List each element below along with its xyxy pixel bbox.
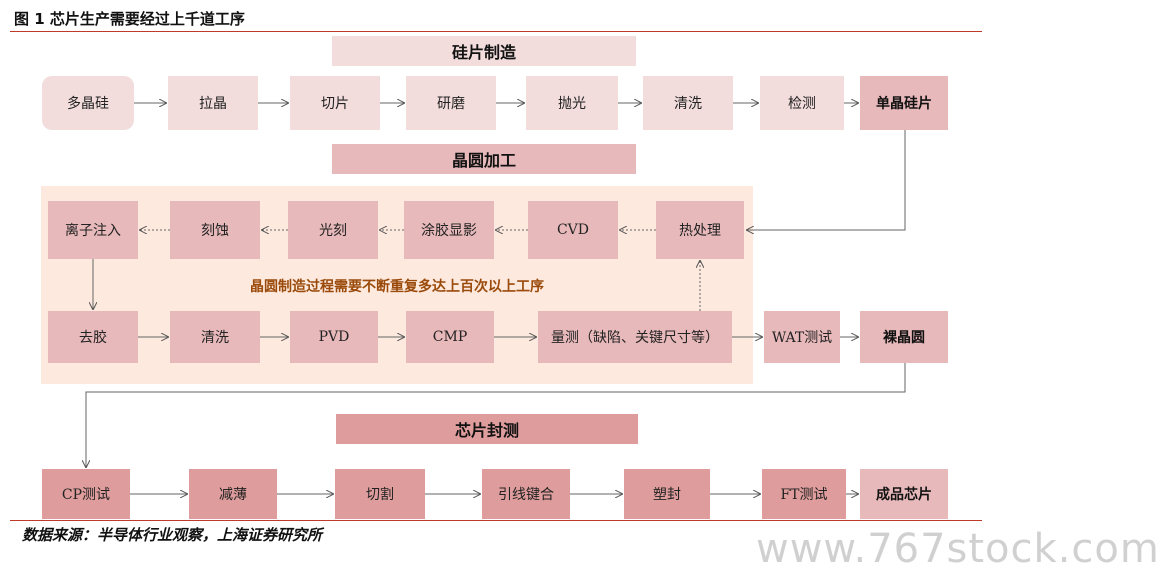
step-cleaning-2: 清洗 <box>170 311 260 363</box>
step-polysilicon: 多晶硅 <box>42 76 134 130</box>
arrow-wafer-to-fab <box>747 130 906 230</box>
step-wire-bonding: 引线键合 <box>482 469 570 519</box>
step-lithography: 光刻 <box>288 201 378 259</box>
step-thinning: 减薄 <box>189 469 277 519</box>
step-molding: 塑封 <box>624 469 710 519</box>
fab-repeat-note: 晶圆制造过程需要不断重复多达上百次以上工序 <box>250 279 544 295</box>
step-wat-test: WAT测试 <box>764 311 840 363</box>
step-cvd: CVD <box>528 201 618 259</box>
step-coat-develop: 涂胶显影 <box>404 201 494 259</box>
top-rule <box>10 31 982 32</box>
step-ion-implant: 离子注入 <box>48 201 138 259</box>
step-dicing: 切割 <box>335 469 425 519</box>
step-pvd: PVD <box>290 311 378 363</box>
output-silicon-wafer: 单晶硅片 <box>860 76 948 130</box>
source-note: 数据来源：半导体行业观察，上海证券研究所 <box>22 526 323 544</box>
step-etch: 刻蚀 <box>170 201 260 259</box>
step-crystal-pulling: 拉晶 <box>168 76 258 130</box>
step-cp-test: CP测试 <box>42 469 130 519</box>
step-ft-test: FT测试 <box>762 469 846 519</box>
bottom-rule <box>10 520 982 521</box>
step-polishing: 抛光 <box>526 76 618 130</box>
step-cmp: CMP <box>406 311 494 363</box>
output-bare-wafer: 裸晶圆 <box>860 311 948 363</box>
step-grinding: 研磨 <box>406 76 496 130</box>
section-package-header: 芯片封测 <box>336 414 638 444</box>
section-fab-header: 晶圆加工 <box>332 144 636 174</box>
flow-arrows <box>0 0 906 586</box>
step-slicing: 切片 <box>290 76 380 130</box>
step-metrology: 量测（缺陷、关键尺寸等） <box>538 311 732 363</box>
output-finished-chip: 成品芯片 <box>860 469 948 519</box>
arrow-fab-to-package <box>86 363 906 467</box>
step-heat-treatment: 热处理 <box>656 201 744 259</box>
step-cleaning-1: 清洗 <box>643 76 733 130</box>
step-inspection: 检测 <box>760 76 844 130</box>
figure-title: 图 1 芯片生产需要经过上千道工序 <box>14 10 245 28</box>
watermark: www.767stock.com <box>756 526 1160 572</box>
step-strip: 去胶 <box>48 311 138 363</box>
section-wafer-header: 硅片制造 <box>332 36 636 66</box>
